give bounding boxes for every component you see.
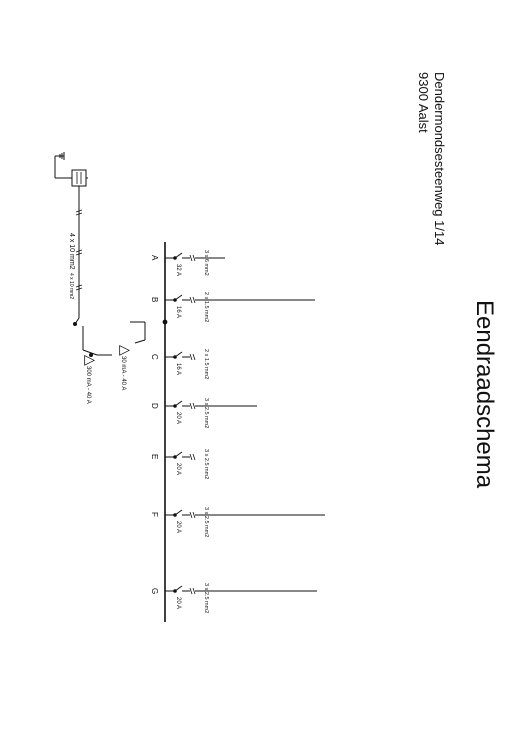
breaker-pivot-C (173, 355, 177, 359)
cable-tick-G (189, 587, 193, 595)
breaker-pivot-B (173, 298, 177, 302)
cable-spec-A: 3 x 6 mm2 (203, 250, 209, 276)
cable-spec-D: 3 x 2.5 mm2 (203, 398, 209, 428)
breaker-pivot-E (173, 455, 177, 459)
breaker-pivot-G (173, 589, 177, 593)
cable-tick-D (189, 402, 193, 410)
cable-spec-B: 2 x 1.5 mm2 (203, 292, 209, 322)
main-feed-cable: 4 x 10 mm2 (68, 233, 75, 270)
cable-tick-2-C (192, 353, 196, 361)
main-switch-pivot (73, 322, 77, 326)
cable-tick-2-B (192, 296, 196, 304)
breaker-rating-B: 16 A (175, 306, 181, 318)
breaker-rating-F: 20 A (175, 521, 181, 533)
breaker-rating-E: 20 A (175, 463, 181, 475)
secondary-diff-rating: 30 mA - 40 A (120, 356, 126, 390)
cable-tick-A (189, 254, 193, 262)
circuit-letter-A: A (150, 255, 159, 261)
main-switch (74, 317, 112, 356)
breaker-rating-G: 20 A (175, 597, 181, 609)
address-city: 9300 Aalst (416, 72, 431, 133)
circuit-letter-E: E (150, 454, 159, 459)
cable-tick-2-F (192, 511, 196, 519)
cable-tick-2-A (192, 254, 196, 262)
secondary-diff-triangle: △ (118, 345, 134, 356)
diagram-title: Eendraadschema (471, 300, 498, 489)
cable-spec-E: 3 x 2.5 mm2 (203, 449, 209, 479)
cable-tick-C (189, 353, 193, 361)
cable-tick-E (189, 453, 193, 461)
circuit-letter-C: C (150, 354, 159, 360)
breaker-rating-C: 16 A (175, 363, 181, 375)
secondary-diff (130, 321, 146, 344)
cable-spec-F: 3 x 2.5 mm2 (203, 507, 209, 537)
kwh-meter (55, 169, 88, 187)
main-diff-rating: 300 mA - 40 A (85, 366, 91, 404)
cable-spec-G: 3 x 2.5 mm2 (203, 583, 209, 613)
cable-tick-B (189, 296, 193, 304)
circuit-letter-D: D (150, 403, 159, 409)
feed-ticks (75, 209, 83, 291)
bus-junction (162, 319, 168, 325)
rotated-sheet: Eendraadschema Dendermondsesteenweg 1/14… (54, 72, 498, 622)
earth-symbol (54, 152, 65, 178)
cable-spec-C: 2 x 1.5 mm2 (203, 349, 209, 379)
cable-tick-F (189, 511, 193, 519)
circuit-letter-G: G (150, 588, 159, 594)
circuit-letter-B: B (150, 297, 159, 302)
address-street: Dendermondsesteenweg 1/14 (432, 72, 447, 245)
cable-tick-2-E (192, 453, 196, 461)
cable-tick-2-G (192, 587, 196, 595)
breaker-pivot-D (173, 404, 177, 408)
breaker-pivot-F (173, 513, 177, 517)
main-diff-pivot (89, 353, 93, 357)
main-diff-triangle: △ (83, 355, 99, 366)
breaker-rating-D: 20 A (175, 412, 181, 424)
breaker-pivot-A (173, 256, 177, 260)
breaker-rating-A: 32 A (175, 264, 181, 276)
circuit-letter-F: F (150, 512, 159, 517)
cable-tick-2-D (192, 402, 196, 410)
main-feed-cable-repeat: 4 x 10 mm2 (68, 273, 74, 299)
